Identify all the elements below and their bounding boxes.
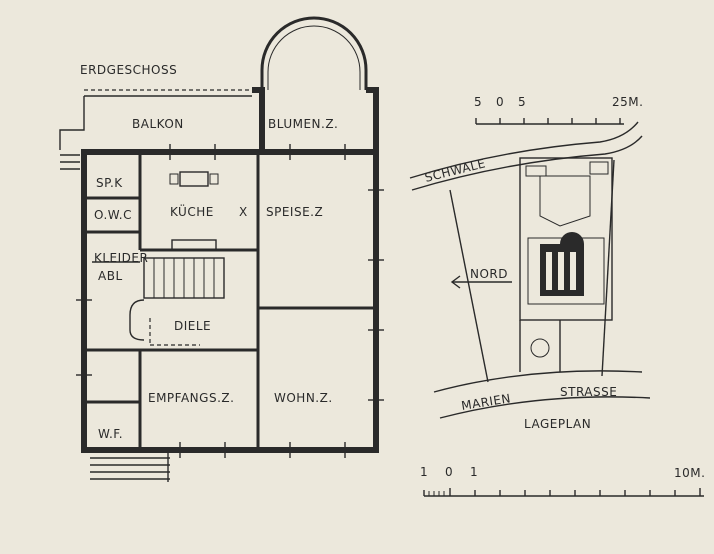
site-scale-end: 25M. (612, 95, 643, 109)
room-label-empfangs: EMPFANGS.Z. (148, 391, 234, 405)
window-marks (76, 144, 384, 458)
room-label-wf: W.F. (98, 427, 123, 441)
north-arrow: NORD (450, 267, 512, 289)
room-label-diele: DIELE (174, 319, 211, 333)
room-label-spk: SP.K (96, 176, 123, 190)
site-plan: 5 0 5 25M. SCHWALE (409, 95, 651, 431)
room-label-blumen: BLUMEN.Z. (268, 117, 338, 131)
kitchen-table (169, 171, 219, 251)
room-label-balkon: BALKON (132, 117, 184, 131)
street-label-marien: MARIEN (460, 391, 512, 413)
balcony (59, 89, 252, 170)
bay-window (252, 16, 379, 150)
floor-plan: ERDGESCHOSS (59, 16, 705, 497)
site-house (540, 232, 584, 296)
floor-scale-tick-1: 1 (420, 465, 428, 479)
floor-plan-title: ERDGESCHOSS (80, 63, 177, 77)
room-label-owc: O.W.C (94, 208, 132, 222)
floor-scale-tick-2: 1 (470, 465, 478, 479)
floor-scale-end: 10M. (674, 466, 705, 480)
inner-walls (84, 152, 376, 450)
floor-scale-tick-0: 0 (445, 465, 453, 479)
site-scale-tick-0: 0 (496, 95, 504, 109)
lot-boundaries (449, 157, 615, 383)
site-plan-title: LAGEPLAN (524, 417, 591, 431)
site-scale-tick-5a: 5 (474, 95, 482, 109)
floor-plan-scale-bar: 1 0 1 10M. (420, 465, 705, 497)
room-label-kueche: KÜCHE (170, 203, 214, 219)
site-plan-scale-bar: 5 0 5 25M. (474, 95, 643, 125)
room-label-wohn: WOHN.Z. (274, 391, 333, 405)
street-label-strasse: STRASSE (560, 385, 617, 399)
stream: SCHWALE (409, 121, 643, 191)
stream-label: SCHWALE (423, 156, 487, 185)
outer-wall (81, 149, 379, 453)
room-label-kleider: KLEIDER (94, 251, 148, 265)
street: MARIEN STRASSE (433, 370, 651, 419)
staircase (92, 257, 225, 346)
room-label-x-mark: X (239, 205, 248, 219)
entrance-steps (90, 450, 170, 482)
north-label: NORD (470, 267, 508, 281)
room-label-abl: ABL (98, 269, 123, 283)
room-label-speise: SPEISE.Z (266, 205, 323, 219)
site-scale-tick-5b: 5 (518, 95, 526, 109)
